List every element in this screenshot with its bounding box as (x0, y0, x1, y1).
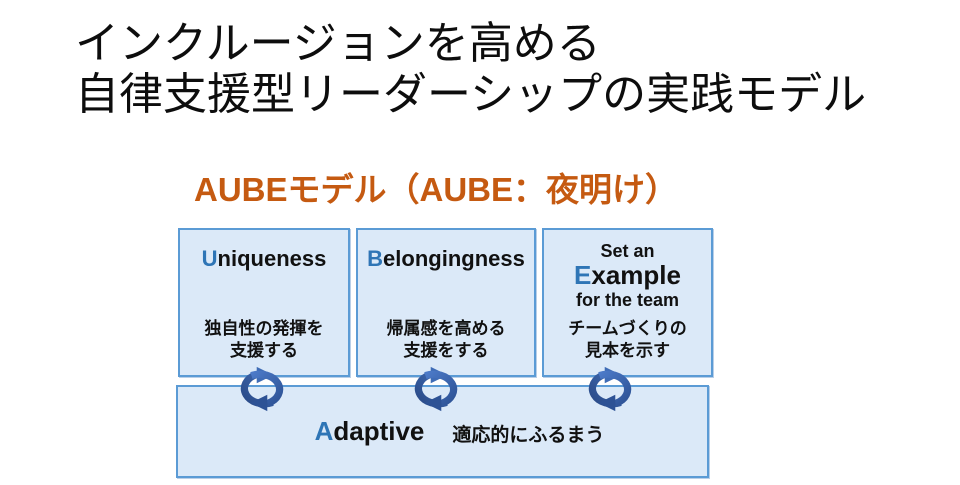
uniqueness-description-line-1: 独自性の発揮を (204, 319, 324, 338)
example-initial: E (574, 260, 592, 290)
adaptive-initial: A (314, 416, 334, 446)
page-title: インクルージョンを高める 自律支援型リーダーシップの実践モデル (75, 18, 866, 120)
adaptive-row: Adaptive 適応的にふるまう (195, 387, 724, 476)
aube-model-heading: AUBEモデル（AUBE：夜明け） (194, 171, 679, 208)
adaptive-description: 適応的にふるまう (452, 424, 605, 446)
cycle-arrows-icon (407, 365, 465, 413)
example-heading-main: Example (544, 262, 711, 289)
belongingness-description: 帰属感を高める 支援をする (358, 318, 534, 362)
adaptive-heading-rest: daptive (333, 416, 425, 446)
page-title-line-1: インクルージョンを高める (75, 19, 601, 68)
uniqueness-description: 独自性の発揮を 支援する (180, 318, 348, 362)
uniqueness-description-line-2: 支援する (230, 341, 298, 360)
belongingness-description-line-1: 帰属感を高める (386, 319, 506, 338)
belongingness-initial: B (367, 246, 384, 271)
cycle-arrows-icon (581, 365, 639, 413)
example-description-line-1: チームづくりの (568, 319, 687, 338)
example-description: チームづくりの 見本を示す (544, 318, 711, 362)
belongingness-box: Belongingness 帰属感を高める 支援をする (356, 228, 536, 377)
page-title-line-2: 自律支援型リーダーシップの実践モデル (75, 70, 867, 119)
uniqueness-heading: Uniqueness (180, 244, 348, 274)
example-heading-rest: xample (591, 260, 681, 290)
example-heading-post: for the team (575, 290, 680, 310)
belongingness-heading: Belongingness (358, 244, 534, 274)
uniqueness-box: Uniqueness 独自性の発揮を 支援する (178, 228, 350, 377)
uniqueness-heading-rest: niqueness (217, 246, 327, 271)
example-heading-pre: Set an (600, 241, 655, 261)
cycle-arrows-icon (233, 365, 291, 413)
example-description-line-2: 見本を示す (585, 341, 670, 360)
adaptive-heading: Adaptive (315, 416, 425, 447)
example-heading: Set an Example for the team (544, 240, 711, 311)
uniqueness-initial: U (201, 246, 218, 271)
belongingness-heading-rest: elongingness (383, 246, 525, 271)
example-box: Set an Example for the team チームづくりの 見本を示… (542, 228, 713, 377)
belongingness-description-line-2: 支援をする (403, 341, 489, 360)
